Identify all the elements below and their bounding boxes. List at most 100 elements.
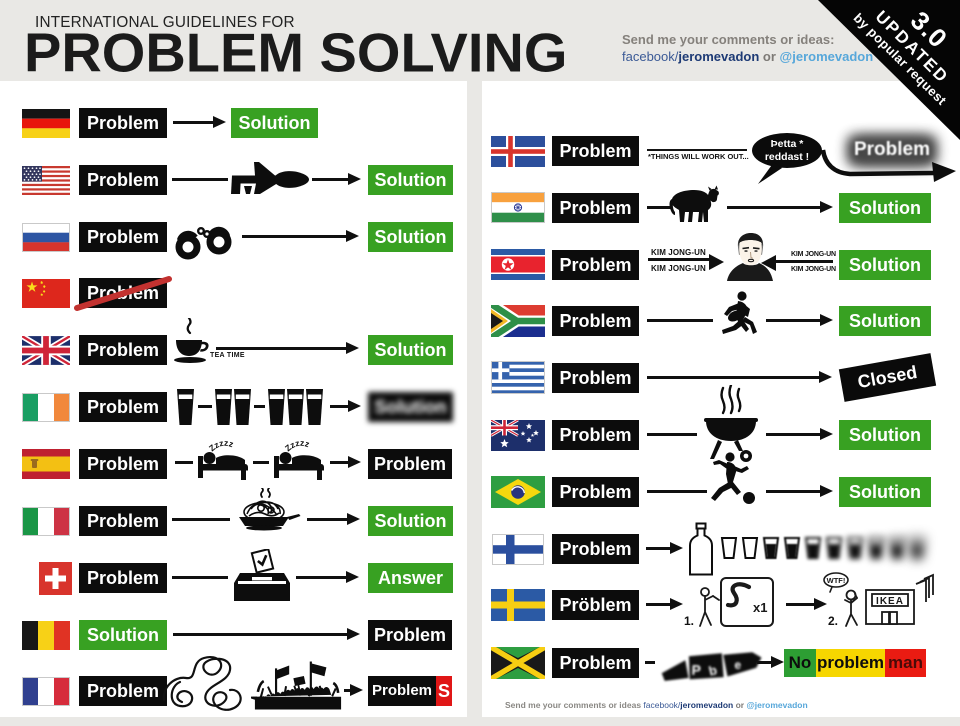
spain-dash-2: [253, 461, 269, 464]
india-arrow: [727, 201, 833, 213]
russia-flag-icon: [22, 223, 70, 252]
kim-label-top-left: KIM JONG-UN: [651, 248, 706, 257]
kim-line-right: [776, 260, 833, 263]
russia-arrow: [242, 230, 359, 242]
germany-flag-icon: [22, 109, 70, 138]
brazil-flag-icon: [491, 476, 545, 508]
germany-solution-box: Solution: [231, 108, 318, 138]
shot-glass-icon: [741, 537, 759, 559]
footer-or: or: [735, 700, 745, 710]
sweden-arrow-1: [646, 598, 683, 610]
jamaica-no-segment: No: [784, 649, 816, 677]
bottom-strip: [0, 717, 960, 726]
south-africa-solution-box: Solution: [839, 306, 931, 336]
footer-intro: Send me your comments or ideas: [505, 700, 642, 710]
jamaica-arrow: [757, 656, 784, 668]
brazil-problem-box: Problem: [552, 477, 639, 507]
switzerland-line: [172, 576, 228, 579]
siesta-bed-icon: Zzzzz: [274, 440, 324, 480]
australia-flag-icon: [491, 420, 545, 451]
sweden-problem-box: Pröblem: [552, 590, 639, 620]
sweden-step2-label: 2.: [828, 614, 839, 628]
north-korea-solution-box: Solution: [839, 250, 931, 280]
north-korea-flag-icon: [491, 249, 545, 280]
ikea-trip-icon: WTF! IKEA: [823, 572, 934, 627]
uk-solution-box: Solution: [368, 335, 453, 365]
iceland-caption: *THINGS WILL WORK OUT...: [648, 152, 749, 161]
kim-arrowhead-left: [709, 254, 724, 270]
kim-arrowhead-right: [761, 255, 776, 271]
south-africa-line: [647, 319, 713, 322]
vodka-bottle-icon: [689, 522, 713, 576]
usa-problem-box: Problem: [79, 165, 167, 195]
shot-glass-icon: [804, 537, 822, 559]
ballot-box-icon: [234, 549, 290, 601]
spain-arrow: [330, 456, 361, 468]
footer-contact: Send me your comments or ideas facebook/…: [505, 700, 808, 710]
italy-solution-box: Solution: [368, 506, 453, 536]
kim-label-bottom-right: KIM JONG-UN: [791, 266, 836, 273]
spain-zzz-text: Zzzzz: [283, 440, 311, 453]
finland-arrow: [646, 542, 683, 554]
facebook-user-link[interactable]: jeromevadon: [678, 49, 760, 65]
italy-line: [172, 518, 230, 521]
footer-twitter-user[interactable]: @jeromevadon: [746, 700, 808, 710]
italy-arrow: [307, 513, 360, 525]
uk-problem-box: Problem: [79, 335, 167, 365]
france-arrow: [344, 684, 363, 696]
brazil-arrow: [766, 485, 833, 497]
ikea-sign-label: IKEA: [876, 596, 904, 607]
facebook-prefix[interactable]: facebook/: [622, 49, 679, 65]
sacred-cow-icon: [669, 185, 719, 222]
france-problems-label: Problem: [368, 676, 436, 706]
protest-crowd-icon: [251, 661, 342, 710]
shot-glass-icon: [825, 537, 843, 559]
belgium-arrow: [173, 628, 360, 640]
australia-line: [647, 433, 697, 436]
page-title: PROBLEM SOLVING: [24, 21, 568, 84]
rugby-player-icon: [722, 291, 757, 334]
shot-glass-icon: [888, 537, 906, 559]
or-word: or: [762, 49, 776, 65]
flatpack-count-label: x1: [753, 600, 767, 615]
footer-facebook-prefix[interactable]: facebook/: [643, 700, 681, 710]
south-africa-flag-icon: [491, 305, 545, 337]
italy-problem-box: Problem: [79, 506, 167, 536]
france-flag-icon: [22, 677, 70, 706]
france-problems-suffix: S: [436, 676, 452, 706]
ireland-solution-box-blurred: Solution: [368, 392, 453, 422]
shot-glass-icon: [720, 537, 738, 559]
shot-glass-icon: [908, 537, 926, 559]
russia-solution-box: Solution: [368, 222, 453, 252]
belgium-problem-box: Problem: [368, 620, 452, 650]
fighter-jet-icon: [231, 162, 309, 194]
iceland-blurred-problem-label: Problem: [853, 139, 931, 160]
belgium-solution-box: Solution: [79, 620, 167, 650]
brazil-line: [647, 490, 707, 493]
red-cross-out-icon: [74, 276, 172, 311]
joint-fragment-letter: b: [707, 662, 718, 678]
page-seam: [467, 81, 482, 726]
tea-cup-icon: [174, 318, 209, 363]
ireland-arrow: [330, 400, 361, 412]
siesta-bed-icon: Zzzzz: [198, 440, 248, 480]
finland-flag-icon: [492, 534, 544, 565]
ireland-flag-icon: [22, 393, 70, 422]
joint-icon: P b e: [661, 652, 762, 681]
shot-glass-icon: [783, 537, 801, 559]
iceland-line: [647, 149, 747, 151]
south-africa-problem-box: Problem: [552, 306, 639, 336]
india-problem-box: Problem: [552, 193, 639, 223]
joint-fragment-letter: e: [734, 658, 741, 672]
spain-problem-end-box: Problem: [368, 449, 452, 479]
footer-facebook-user[interactable]: jeromevadon: [680, 700, 734, 710]
switzerland-answer-box: Answer: [368, 563, 453, 593]
sweden-flag-icon: [491, 589, 545, 621]
greece-closed-box: Closed: [838, 353, 937, 402]
india-line: [647, 206, 672, 209]
twitter-user-link[interactable]: @jeromevadon: [779, 49, 874, 65]
header-kicker: INTERNATIONAL GUIDELINES FOR: [35, 14, 295, 31]
sweden-arrow-2: [786, 598, 827, 610]
australia-problem-box: Problem: [552, 420, 639, 450]
jamaica-man-segment: man: [885, 649, 926, 677]
